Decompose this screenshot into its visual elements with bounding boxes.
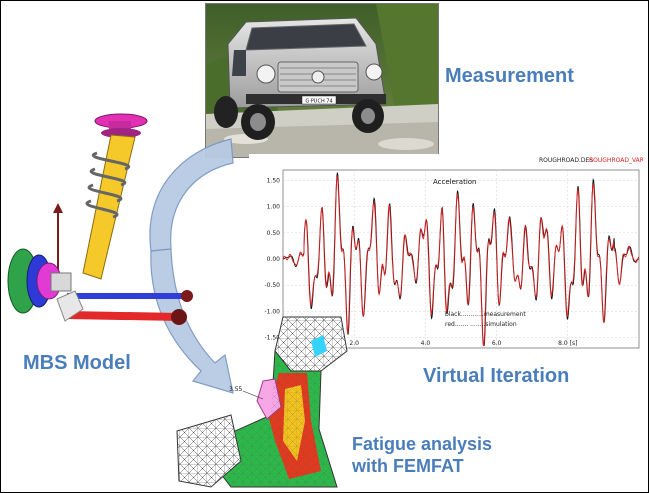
label-fatigue-analysis: Fatigue analysis with FEMFAT [352, 433, 492, 477]
strut-body [82, 134, 136, 280]
y-tick-label: -1.50 [264, 335, 280, 342]
arrow-mbs-to-fe [150, 248, 234, 394]
y-tick-label: 1.50 [267, 177, 281, 184]
chart-title: Acceleration [433, 178, 477, 186]
stress-value: 3.55 [229, 386, 243, 393]
lower-control-arm [67, 311, 181, 321]
label-virtual-iteration: Virtual Iteration [423, 365, 570, 387]
x-tick-label: 6.0 [492, 340, 502, 347]
series-simulation [282, 175, 640, 346]
strut-top-mount [94, 113, 148, 138]
legend-entry: black............measurement [445, 311, 526, 318]
mbs-suspension-model [7, 113, 193, 325]
label-fatigue-line2: with FEMFAT [352, 456, 464, 476]
y-tick-label: 0.00 [267, 256, 281, 263]
license-plate: G·PUCH 74 [305, 99, 332, 105]
measurement-photo: G·PUCH 74 [205, 3, 439, 158]
chart-header-left: ROUGHROAD.DES [539, 157, 593, 164]
upper-control-arm [67, 293, 191, 299]
chart-header-right: ROUGHROAD_VAR [589, 157, 643, 164]
x-tick-label: 8.0 [s] [558, 340, 577, 347]
coil-spring [85, 151, 130, 219]
x-tick-label: 2.0 [349, 340, 359, 347]
label-fatigue-line1: Fatigue analysis [352, 434, 493, 454]
label-measurement: Measurement [445, 65, 574, 87]
vehicle-image: G·PUCH 74 [206, 4, 438, 157]
x-tick-label: 4.0 [421, 340, 431, 347]
fe-mesh-model: 3.55 [176, 316, 348, 488]
legend-entry: red....... ........simulation [445, 321, 517, 328]
y-tick-label: 0.50 [267, 230, 281, 237]
y-tick-label: -1.00 [264, 308, 280, 315]
label-mbs-model: MBS Model [23, 352, 131, 374]
y-tick-label: 1.00 [267, 204, 281, 211]
y-tick-label: -0.50 [264, 282, 280, 289]
